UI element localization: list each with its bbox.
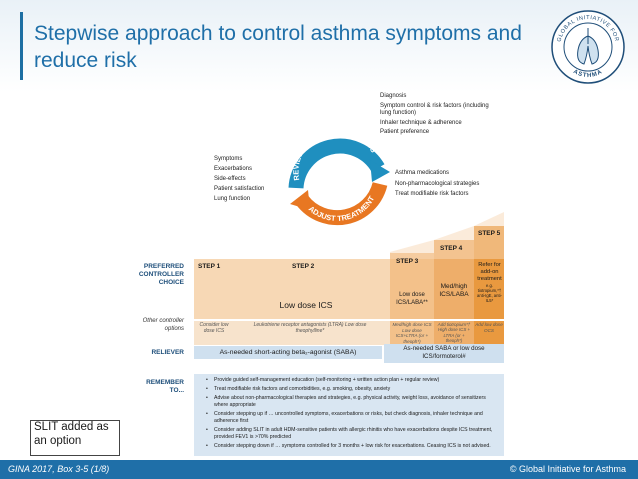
step-3-preferred: Low dose ICS/LABA**	[396, 292, 428, 306]
adjust-list: Asthma medications Non-pharmacological s…	[395, 170, 495, 199]
reliever-label: RELIEVER	[151, 349, 184, 356]
assess-item: Symptom control & risk factors (includin…	[380, 102, 489, 117]
logo-bottom-text: ASTHMA	[572, 69, 603, 79]
step-5-preferred-main: Refer for add-on treatment	[477, 262, 502, 282]
remember-item: Consider adding SLIT in adult HDM-sensit…	[206, 427, 500, 440]
step-4-other-cell	[434, 321, 474, 345]
preferred-controller-label: PREFERRED CONTROLLER CHOICE	[138, 263, 184, 286]
staircase-slope	[390, 212, 504, 259]
reliever-saba-ics-formoterol: As-needed SABA or low dose ICS/formotero…	[384, 344, 504, 363]
svg-text:ASTHMA: ASTHMA	[572, 69, 604, 79]
step-2-label: STEP 2	[292, 263, 315, 270]
gina-logo: GLOBAL INITIATIVE FOR ASTHMA	[551, 10, 625, 84]
adjust-arrowhead	[290, 190, 310, 210]
step-5-other-cell	[474, 321, 504, 345]
footer-bar: GINA 2017, Box 3-5 (1/8) © Global Initia…	[0, 460, 638, 479]
remember-item: Treat modifiable risk factors and comorb…	[206, 386, 500, 393]
assess-item: Patient preference	[380, 129, 430, 135]
remember-box: Provide guided self-management education…	[194, 374, 504, 456]
slit-callout-box	[30, 420, 120, 456]
assess-item: Diagnosis	[380, 93, 407, 99]
step-5-preferred: Refer for add-on treatment e.g. tiotropi…	[475, 262, 504, 303]
review-item: Exacerbations	[214, 166, 253, 172]
step-5-other: Add low dose OCS	[475, 322, 503, 333]
remember-item: Consider stepping up if … uncontrolled s…	[206, 411, 500, 424]
remember-item: Advise about non-pharmacological therapi…	[206, 395, 500, 408]
remember-label: REMEMBER TO...	[146, 379, 184, 394]
step-5-preferred-sub: e.g. tiotropium,*† anti-IgE, anti-IL5*	[477, 283, 502, 303]
assess-arrowhead	[370, 160, 390, 182]
title-accent-line	[20, 12, 23, 80]
remember-item: Consider stepping down if … symptoms con…	[206, 443, 500, 450]
review-item: Side-effects	[214, 176, 246, 182]
step-1-label: STEP 1	[198, 263, 221, 270]
review-item: Symptoms	[214, 156, 243, 162]
adjust-item: Asthma medications	[395, 170, 450, 176]
reliever-saba: As-needed short-acting beta₂-agonist (SA…	[194, 346, 382, 359]
review-item: Patient satisfaction	[214, 186, 265, 192]
other-controller-label: Other controller options	[142, 318, 184, 332]
footer-copyright: © Global Initiative for Asthma	[509, 464, 626, 474]
treatment-cycle: REVIEW RESPONSE ASSESS ADJUST TREATMENT	[288, 125, 390, 226]
step-3-block	[390, 253, 434, 319]
review-list: Symptoms Exacerbations Side-effects Pati…	[214, 156, 294, 204]
assess-item: Inhaler technique & adherence	[380, 119, 462, 126]
adjust-item: Non-pharmacological strategies	[395, 180, 480, 187]
step-1-2-block	[194, 259, 390, 319]
step-4-preferred: Med/high ICS/LABA	[439, 283, 469, 298]
adjust-item: Treat modifiable risk factors	[395, 191, 469, 197]
footer-source: GINA 2017, Box 3-5 (1/8)	[8, 464, 110, 474]
assess-list: Diagnosis Symptom control & risk factors…	[380, 93, 490, 137]
step-1-other: Consider low dose ICS	[199, 322, 229, 334]
step-3-other: Med/high dose ICS Low dose ICS+LTRA (or …	[392, 322, 432, 344]
review-item: Lung function	[214, 196, 251, 202]
step-3-other-cell	[390, 321, 434, 345]
review-assess-ring	[288, 138, 385, 189]
step-5-label: STEP 5	[478, 230, 501, 237]
slide-title: Stepwise approach to control asthma symp…	[34, 22, 522, 72]
remember-item: Provide guided self-management education…	[206, 377, 500, 384]
step-4-label: STEP 4	[440, 245, 463, 252]
title-bar	[0, 0, 638, 92]
step-4-other: Add tiotropium*† High dose ICS + LTRA (o…	[437, 322, 471, 344]
step-2-other: Leukotriene receptor antagonists (LTRA) …	[253, 322, 367, 334]
step-2-preferred: Low dose ICS	[279, 300, 333, 310]
step-3-label: STEP 3	[396, 258, 419, 265]
slit-callout-text: SLIT added as an option	[34, 421, 109, 447]
adjust-ring	[295, 181, 388, 226]
remember-list: Provide guided self-management education…	[204, 377, 500, 449]
